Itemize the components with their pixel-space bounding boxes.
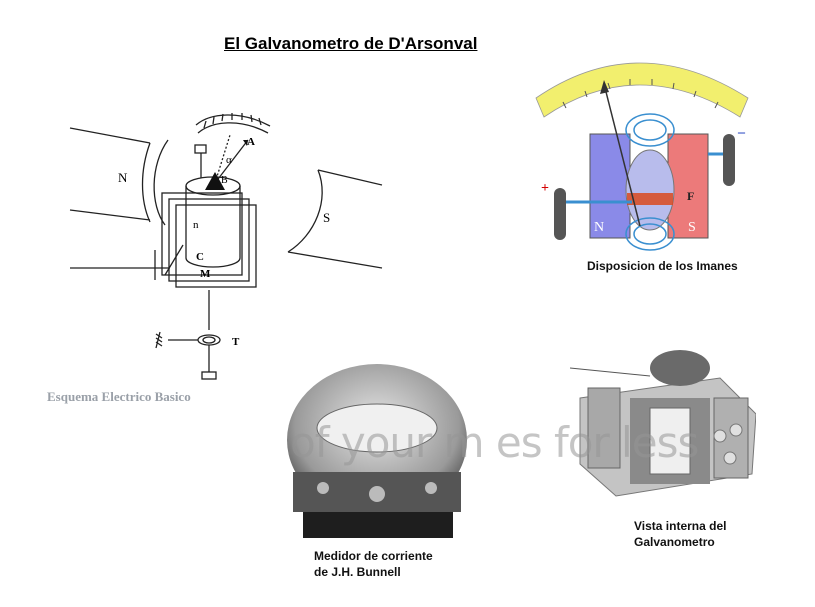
spring-inner bbox=[203, 337, 215, 343]
label-b: B bbox=[221, 175, 228, 186]
label-minus: – bbox=[737, 125, 746, 140]
bunnell-caption-line2: de J.H. Bunnell bbox=[314, 564, 433, 580]
label-a: A bbox=[247, 136, 255, 148]
galvanometer-schematic: N S A α B n C M T bbox=[0, 0, 400, 390]
north-pole-top-edge bbox=[70, 128, 150, 143]
lower-mount bbox=[202, 372, 216, 379]
lead-wire bbox=[570, 368, 650, 376]
label-n: n bbox=[193, 219, 199, 231]
magnet-arrangement-diagram: N S + – F bbox=[530, 50, 760, 260]
south-pole-bottom-edge bbox=[288, 252, 382, 268]
top-mechanism bbox=[650, 350, 710, 386]
ground-hatch bbox=[156, 332, 162, 348]
magnets-caption: Disposicion de los Imanes bbox=[587, 258, 738, 274]
internal-view-caption: Vista interna del Galvanometro bbox=[634, 518, 726, 550]
schematic-caption: Esquema Electrico Basico bbox=[47, 389, 191, 405]
scale-outer bbox=[196, 115, 270, 126]
north-pole-face-inner bbox=[154, 140, 168, 225]
core-bottom bbox=[186, 258, 240, 267]
label-m: M bbox=[200, 268, 211, 280]
negative-terminal bbox=[723, 134, 735, 186]
internal-caption-line2: Galvanometro bbox=[634, 534, 726, 550]
north-pole-mid-edge bbox=[70, 210, 150, 220]
label-c: C bbox=[196, 251, 204, 263]
internal-caption-line1: Vista interna del bbox=[634, 518, 726, 534]
label-north: N bbox=[118, 170, 128, 185]
watermark-text: of your m es for less bbox=[290, 418, 698, 467]
scale-inner bbox=[198, 123, 268, 133]
south-pole-top-edge bbox=[318, 170, 382, 185]
bunnell-caption-line1: Medidor de corriente bbox=[314, 548, 433, 564]
current-arrow-c bbox=[165, 245, 183, 275]
scale-arc bbox=[536, 63, 748, 117]
label-magnet-north: N bbox=[594, 220, 604, 235]
wooden-stand bbox=[303, 512, 453, 538]
label-t: T bbox=[232, 336, 240, 348]
label-force: F bbox=[687, 189, 694, 203]
label-alpha: α bbox=[226, 154, 232, 166]
positive-terminal bbox=[554, 188, 566, 240]
north-pole-face bbox=[143, 143, 151, 222]
upper-mount bbox=[195, 145, 206, 153]
bunnell-caption: Medidor de corriente de J.H. Bunnell bbox=[314, 548, 433, 580]
label-plus: + bbox=[541, 181, 549, 196]
label-south: S bbox=[323, 210, 330, 225]
south-pole-face bbox=[288, 170, 322, 252]
label-magnet-south: S bbox=[688, 220, 696, 235]
